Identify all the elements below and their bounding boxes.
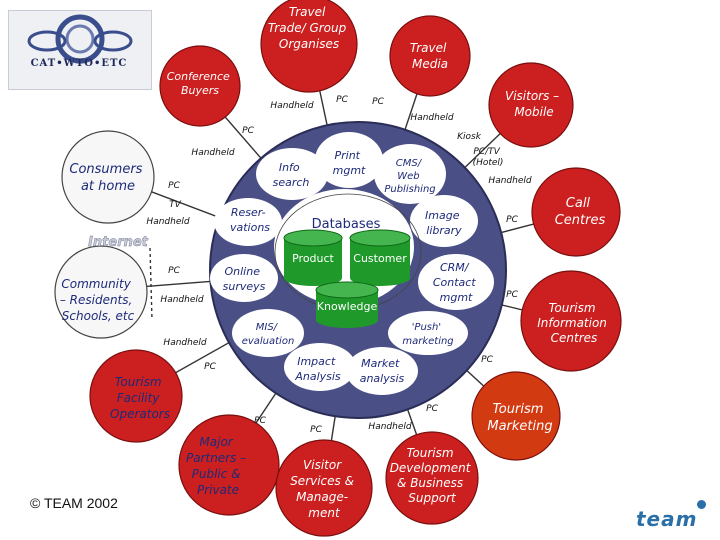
label-visitors-mobile: Visitors – Mobile — [505, 89, 563, 119]
label-handheld-top: Handheld — [270, 101, 313, 111]
label-tv: TV — [169, 200, 181, 210]
circle-consumers — [61, 130, 155, 224]
label-image-library: Image library — [425, 209, 463, 237]
label-reservations: Reser- vations — [230, 206, 270, 234]
label-pc-community: PC — [168, 266, 180, 276]
label-pc-marketing: PC — [481, 355, 493, 365]
label-handheld-bottom: Handheld — [368, 422, 411, 432]
label-handheld-facility: Handheld — [163, 338, 206, 348]
database-cylinder-knowledge-icon — [315, 281, 379, 328]
label-major-partners: Major Partners – Public & Private — [186, 435, 250, 497]
copyright-text: © TEAM 2002 — [30, 495, 118, 511]
label-crm: CRM/ Contact mgmt — [433, 261, 479, 304]
label-impact-analysis: Impact Analysis — [294, 355, 341, 383]
label-handheld-right: Handheld — [488, 176, 531, 186]
logo-box — [8, 10, 152, 90]
bubble-cms — [374, 144, 446, 204]
label-kiosk: Kiosk — [457, 132, 482, 142]
bubble-market-analysis — [346, 347, 418, 395]
bubble-crm — [418, 254, 494, 310]
label-travel-trade: Travel Trade/ Group Organises — [268, 5, 350, 51]
label-product: Product — [292, 252, 334, 265]
label-pctv-hotel: PC/TV (Hotel) — [473, 147, 504, 168]
label-community: Community – Residents, Schools, etc — [60, 277, 136, 323]
circle-tourism-info — [520, 270, 622, 372]
label-handheld-consumers: Handheld — [146, 217, 189, 227]
label-consumers: Consumers at home — [69, 162, 146, 194]
label-market-analysis: Market analysis — [360, 357, 405, 385]
circle-community — [54, 245, 148, 339]
label-online-surveys: Online surveys — [223, 265, 266, 293]
bubble-print-mgmt — [315, 132, 383, 188]
database-cylinder-product-icon — [283, 229, 343, 286]
label-handheld-left-top: Handheld — [191, 148, 234, 158]
label-tourism-development: Tourism Development & Business Support — [390, 446, 475, 505]
bubble-info-search — [256, 148, 328, 200]
circle-tourism-facility — [89, 349, 183, 443]
label-handheld-top-right: Handheld — [410, 113, 453, 123]
circle-call-centres — [531, 167, 621, 257]
label-visitor-services: Visitor Services & Manage- ment — [290, 458, 358, 520]
label-tourism-info: Tourism Information Centres — [537, 301, 611, 345]
bubble-image-library — [410, 195, 478, 247]
bubble-online-surveys — [210, 254, 278, 302]
label-pc-visitor: PC — [310, 425, 322, 435]
label-pc-consumers: PC — [168, 181, 180, 191]
bubble-reservations — [214, 198, 282, 246]
circle-visitors-mobile — [488, 62, 574, 148]
logo-text: CAT•WTO•ETC — [30, 58, 128, 69]
label-conference-buyers: Conference Buyers — [167, 70, 234, 97]
label-knowledge: Knowledge — [317, 300, 378, 313]
label-mis: MIS/ evaluation — [242, 322, 295, 347]
label-travel-media: Travel Media — [410, 41, 450, 71]
label-customer: Customer — [353, 252, 407, 265]
bubble-push-marketing — [388, 311, 468, 355]
circle-travel-trade — [260, 0, 358, 93]
circle-tourism-marketing — [471, 371, 561, 461]
label-pc-top1: PC — [336, 95, 348, 105]
label-print-mgmt: Print mgmt — [333, 149, 366, 177]
label-pc-top2: PC — [372, 97, 384, 107]
label-call-centres: Call Centres — [555, 196, 606, 228]
logo-emblem-icon — [27, 14, 133, 64]
label-cms: CMS/ Web Publishing — [384, 158, 435, 195]
label-pc-upper-left: PC — [242, 126, 254, 136]
label-pc-bottom-right: PC — [426, 404, 438, 414]
circle-visitor-services — [275, 439, 373, 537]
label-internet: Internet — [88, 235, 149, 250]
brand-dot-icon — [697, 500, 706, 509]
circle-travel-media — [389, 15, 471, 97]
brand-logo-text: team — [636, 507, 698, 531]
label-pc-partners: PC — [254, 416, 266, 426]
label-info-search: Info search — [273, 161, 310, 189]
label-handheld-community: Handheld — [160, 295, 203, 305]
database-cylinder-customer-icon — [349, 229, 411, 286]
circle-conference-buyers — [159, 45, 241, 127]
label-pc-call: PC — [506, 215, 518, 225]
circle-major-partners — [178, 414, 280, 516]
label-databases: Databases — [312, 217, 381, 232]
label-push-marketing: 'Push' marketing — [402, 322, 453, 347]
label-pc-facility: PC — [204, 362, 216, 372]
bubble-mis — [232, 309, 304, 357]
bubble-impact-analysis — [284, 343, 356, 391]
label-pc-info: PC — [506, 290, 518, 300]
label-tourism-marketing: Tourism Marketing — [487, 402, 552, 434]
label-tourism-facility: Tourism Facility Operators — [110, 375, 170, 421]
circle-tourism-development — [385, 431, 479, 525]
